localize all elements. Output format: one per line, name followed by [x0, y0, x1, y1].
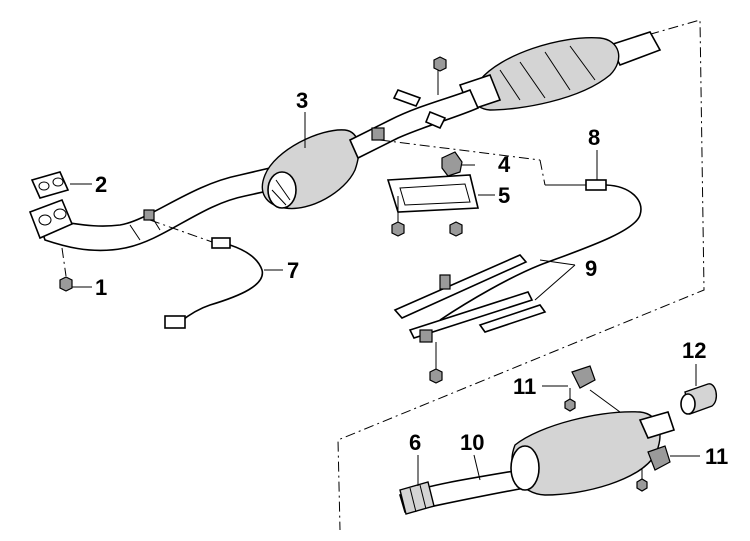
rubber-mount	[433, 56, 463, 177]
middle-silencer	[261, 129, 360, 210]
callout-2: 2	[95, 172, 107, 197]
rear-section-boundary	[337, 19, 705, 531]
callout-10: 10	[460, 430, 484, 455]
callout-11-lower: 11	[705, 444, 728, 469]
manifold-flange	[28, 198, 74, 240]
callout-7: 7	[287, 258, 299, 283]
leader-lines	[70, 112, 700, 486]
nut	[59, 247, 73, 292]
pipe-clamp	[399, 481, 435, 515]
rear-hanger-lower	[636, 445, 671, 492]
mounting-bracket	[386, 174, 480, 237]
callout-12: 12	[682, 338, 706, 363]
tailpipe-trim	[680, 383, 718, 415]
catalytic-converter	[458, 31, 662, 111]
rear-silencer	[510, 411, 676, 496]
front-pipe	[39, 167, 273, 252]
callout-8: 8	[588, 125, 600, 150]
callout-11-upper: 11	[513, 374, 536, 399]
rear-oxygen-sensor	[379, 139, 642, 321]
heat-shield-brackets	[393, 254, 576, 384]
front-oxygen-sensor	[149, 219, 264, 329]
callout-6: 6	[409, 430, 421, 455]
callout-4: 4	[498, 152, 511, 177]
callout-1: 1	[95, 275, 107, 300]
callout-5: 5	[498, 183, 510, 208]
rear-hanger-upper	[564, 365, 621, 413]
callout-9: 9	[585, 256, 597, 281]
intermediate-pipe	[348, 88, 480, 160]
manifold-gasket	[30, 171, 70, 199]
callout-3: 3	[296, 88, 308, 113]
